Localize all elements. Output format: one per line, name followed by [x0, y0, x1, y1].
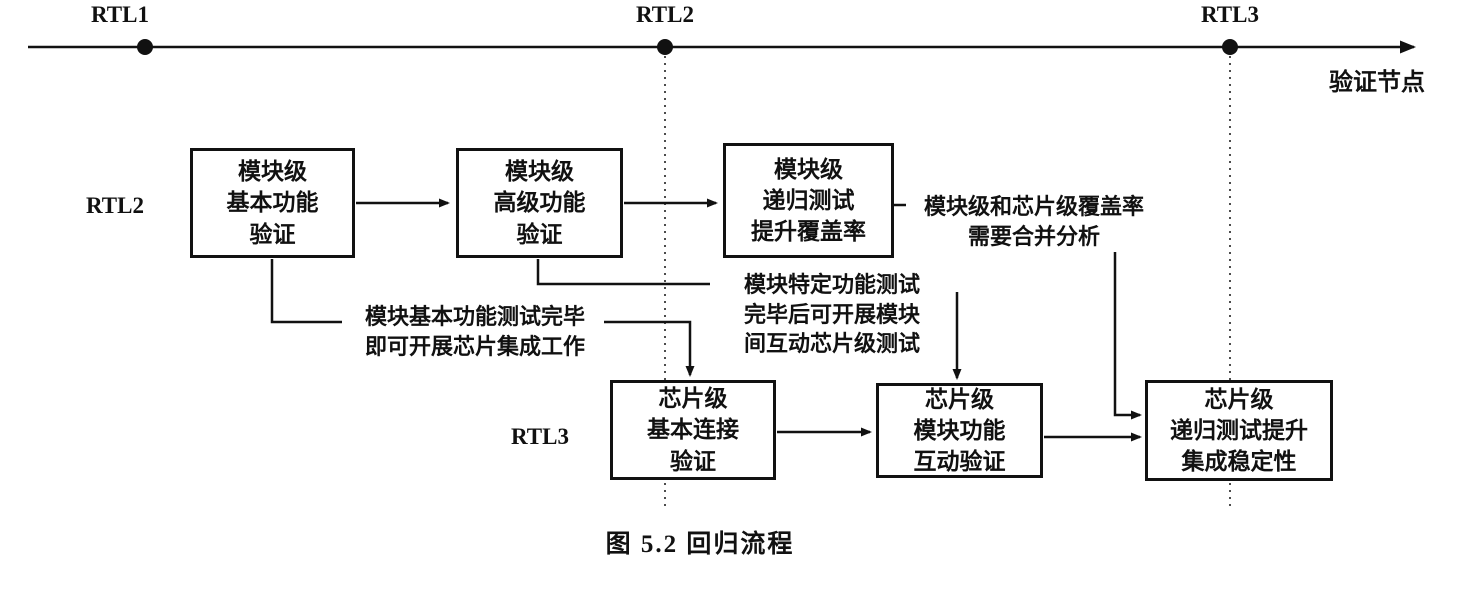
box-chip-module-interaction: 芯片级 模块功能 互动验证 — [876, 383, 1043, 478]
timeline-node-rtl3-dot — [1222, 39, 1238, 55]
line-basic-to-note — [270, 259, 342, 324]
timeline-label-rtl2: RTL2 — [636, 2, 694, 27]
timeline-axis-label: 验证节点 — [1329, 70, 1425, 96]
box-module-regression-coverage: 模块级 递归测试 提升覆盖率 — [723, 143, 894, 258]
line-advanced-to-note — [536, 259, 710, 286]
row-label-rtl2: RTL2 — [86, 193, 144, 218]
arrow-coverage-to-chip-regression — [1113, 252, 1142, 420]
timeline-node-rtl2-dot — [657, 39, 673, 55]
box-module-advanced-verification: 模块级 高级功能 验证 — [456, 148, 623, 258]
figure-caption: 图 5.2 回归流程 — [605, 531, 795, 558]
note-basic-test-done: 模块基本功能测试完毕 即可开展芯片集成工作 — [364, 304, 585, 359]
arrow-note-to-chip-connect — [604, 320, 695, 377]
box-chip-regression-stability: 芯片级 递归测试提升 集成稳定性 — [1145, 380, 1333, 481]
timeline-label-rtl3: RTL3 — [1201, 2, 1259, 27]
row-label-rtl3: RTL3 — [511, 424, 569, 449]
timeline-label-rtl1: RTL1 — [91, 2, 149, 27]
timeline-node-rtl1-dot — [137, 39, 153, 55]
note-coverage-merge: 模块级和芯片级覆盖率 需要合并分析 — [923, 194, 1144, 249]
box-chip-basic-connection: 芯片级 基本连接 验证 — [610, 380, 776, 480]
box-module-basic-verification: 模块级 基本功能 验证 — [190, 148, 355, 258]
note-specific-test-done: 模块特定功能测试 完毕后可开展模块 间互动芯片级测试 — [743, 272, 920, 357]
